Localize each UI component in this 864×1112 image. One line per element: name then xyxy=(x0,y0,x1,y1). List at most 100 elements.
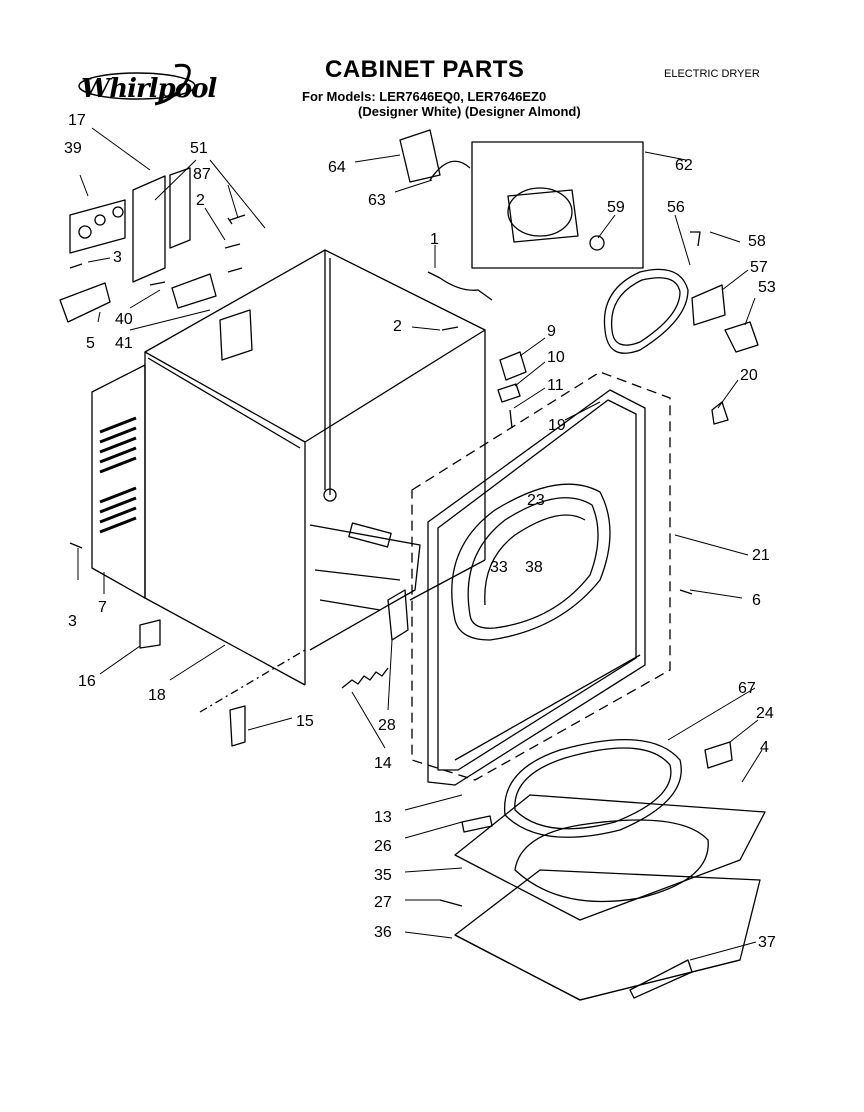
cabinet-base xyxy=(309,524,421,651)
callout-28: 28 xyxy=(378,717,396,734)
louver-slots xyxy=(99,416,137,534)
bracket-39 xyxy=(69,199,126,254)
panel-strip-15 xyxy=(229,705,246,747)
idler-59 xyxy=(589,235,605,251)
top-panel-36 xyxy=(454,869,761,1001)
page-title: CABINET PARTS xyxy=(325,56,525,83)
callout-33: 33 xyxy=(490,559,508,576)
door-spring-14 xyxy=(341,667,389,689)
callout-10: 10 xyxy=(547,349,565,366)
callout-2b: 2 xyxy=(393,318,402,335)
front-panel-lower-slot xyxy=(454,654,641,761)
cabinet-right-side xyxy=(304,442,486,685)
callout-11: 11 xyxy=(547,377,564,394)
foot-16 xyxy=(139,619,161,649)
terminal-nut-icon xyxy=(112,206,124,218)
product-type: ELECTRIC DRYER xyxy=(664,68,760,80)
callout-1: 1 xyxy=(430,231,439,248)
callout-39: 39 xyxy=(64,140,82,157)
whirlpool-logo: Whirlpool xyxy=(75,62,217,108)
motor-assembly-box xyxy=(471,141,644,269)
callout-20: 20 xyxy=(740,367,758,384)
callout-38: 38 xyxy=(525,559,543,576)
callout-15: 15 xyxy=(296,713,314,730)
callout-53: 53 xyxy=(758,279,776,296)
cabinet-side-panel xyxy=(144,352,306,686)
callout-51: 51 xyxy=(190,140,208,157)
wire-harness-bracket xyxy=(169,167,191,249)
part-callouts: 17 39 51 87 2 3 40 41 5 64 63 62 59 56 5… xyxy=(64,112,776,951)
callout-63: 63 xyxy=(368,192,386,209)
cabinet-back-panel xyxy=(324,250,486,560)
motor-housing xyxy=(507,189,579,243)
callout-67: 67 xyxy=(738,680,756,697)
strain-relief-20 xyxy=(711,401,729,425)
callout-19: 19 xyxy=(548,417,566,434)
leader-lines xyxy=(77,127,763,961)
idler-bracket-57 xyxy=(691,284,726,326)
logo-swoosh-icon xyxy=(78,63,196,106)
front-panel xyxy=(427,389,646,786)
door-seal-38 xyxy=(484,514,586,606)
door-strike-24 xyxy=(704,741,733,769)
callout-21: 21 xyxy=(752,547,770,564)
callout-64: 64 xyxy=(328,159,346,176)
motor-bracket-64 xyxy=(399,129,441,183)
callout-9: 9 xyxy=(547,323,556,340)
callout-2a: 2 xyxy=(196,192,205,209)
base-bracket xyxy=(348,522,392,548)
callout-23: 23 xyxy=(527,492,545,509)
callout-3b: 3 xyxy=(68,613,77,630)
callout-24: 24 xyxy=(756,705,774,722)
callout-87: 87 xyxy=(193,166,211,183)
callout-35: 35 xyxy=(374,867,392,884)
callout-59: 59 xyxy=(607,199,625,216)
callout-16: 16 xyxy=(78,673,96,690)
logo-wordmark: Whirlpool xyxy=(81,74,217,104)
terminal-block-plate xyxy=(132,175,166,283)
door-inner xyxy=(514,819,709,903)
motor-icon xyxy=(507,187,573,237)
callout-57: 57 xyxy=(750,259,768,276)
callout-36: 36 xyxy=(374,924,392,941)
dash-line-15 xyxy=(199,649,306,713)
callout-58: 58 xyxy=(748,233,766,250)
front-bracket-28 xyxy=(387,589,409,641)
grommet-53 xyxy=(724,321,759,353)
callout-37: 37 xyxy=(758,934,776,951)
model-numbers: For Models: LER7646EQ0, LER7646EZ0 xyxy=(302,89,547,104)
callout-41: 41 xyxy=(115,335,133,352)
motor-clamp-63 xyxy=(429,160,471,181)
callout-40: 40 xyxy=(115,311,133,328)
callout-14: 14 xyxy=(374,755,392,772)
callout-18: 18 xyxy=(148,687,166,704)
callout-27: 27 xyxy=(374,894,392,911)
model-variants: (Designer White) (Designer Almond) xyxy=(358,104,581,119)
callout-56: 56 xyxy=(667,199,685,216)
door-opening xyxy=(451,483,611,641)
blower-opening xyxy=(323,488,337,502)
door-latch-37 xyxy=(629,959,693,999)
drive-belt xyxy=(603,268,689,354)
screw-icon xyxy=(69,214,701,907)
front-panel-outline xyxy=(411,371,671,781)
terminal-nut-icon xyxy=(94,214,106,226)
console-plate xyxy=(219,309,253,361)
callout-4: 4 xyxy=(760,739,769,756)
door-gasket-67 xyxy=(503,738,682,838)
callout-6: 6 xyxy=(752,592,761,609)
strain-relief-40 xyxy=(171,273,217,309)
callout-62: 62 xyxy=(675,157,693,174)
terminal-nut-icon xyxy=(78,225,92,239)
hinge-26 xyxy=(461,815,493,833)
top-panel-35 xyxy=(454,794,766,921)
thermal-fuse-10 xyxy=(497,383,521,403)
bracket-5 xyxy=(59,282,111,323)
callout-13: 13 xyxy=(374,809,392,826)
callout-17: 17 xyxy=(68,112,86,129)
thermostat-9 xyxy=(499,351,527,381)
cabinet-louver-panel xyxy=(91,364,146,599)
wire-harness-1 xyxy=(427,271,493,301)
screw-11 xyxy=(509,409,513,429)
